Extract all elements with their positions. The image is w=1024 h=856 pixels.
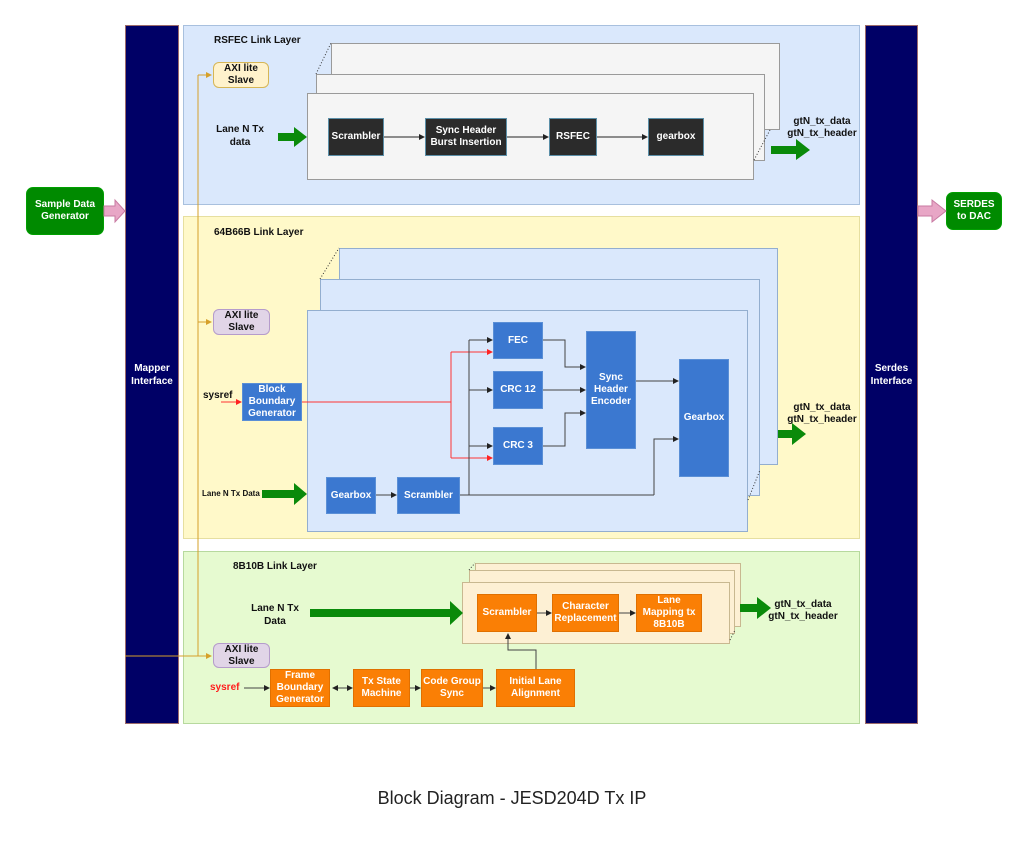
- block-boundary-label: Block Boundary Generator: [248, 384, 296, 419]
- b8b10b-input-label: Lane N Tx Data: [251, 603, 299, 627]
- character-replacement[interactable]: Character Replacement: [552, 594, 619, 632]
- rsfec-rsfec-block[interactable]: RSFEC: [549, 118, 597, 156]
- lane-mapping-tx-8b10b[interactable]: Lane Mapping tx 8B10B: [636, 594, 702, 632]
- b64b66-output-label: gtN_tx_data gtN_tx_header: [787, 402, 857, 425]
- frame-boundary-generator[interactable]: Frame Boundary Generator: [270, 669, 330, 707]
- rsfec-output-label: gtN_tx_data gtN_tx_header: [787, 116, 857, 139]
- serdes-interface-label: Serdes Interface: [870, 362, 913, 387]
- rsfec-scrambler[interactable]: Scrambler: [328, 118, 384, 156]
- sample-data-generator-label: Sample Data Generator: [34, 199, 96, 222]
- b8b10b-scrambler-label: Scrambler: [482, 607, 532, 618]
- source-to-mapper-arrow: [103, 198, 126, 224]
- rsfec-sync-header-burst-insertion[interactable]: Sync Header Burst Insertion: [425, 118, 507, 156]
- crc3-label: CRC 3: [502, 440, 533, 451]
- code-group-sync-label: Code Group Sync: [423, 676, 481, 699]
- rsfec-rsfec-label: RSFEC: [556, 131, 590, 142]
- rsfec-scrambler-label: Scrambler: [331, 131, 381, 142]
- b8b10b-axi-label: AXI lite Slave: [224, 643, 259, 667]
- frame-boundary-label: Frame Boundary Generator: [276, 670, 324, 705]
- mapper-interface[interactable]: Mapper Interface: [125, 25, 179, 724]
- mapper-interface-label: Mapper Interface: [131, 362, 173, 387]
- initial-lane-alignment[interactable]: Initial Lane Alignment: [496, 669, 575, 707]
- b8b10b-output-label: gtN_tx_data gtN_tx_header: [768, 599, 838, 622]
- b64b66-gearbox-out[interactable]: Gearbox: [679, 359, 729, 477]
- initial-lane-alignment-label: Initial Lane Alignment: [509, 676, 562, 699]
- serdes-interface[interactable]: Serdes Interface: [865, 25, 918, 724]
- rsfec-gearbox[interactable]: gearbox: [648, 118, 704, 156]
- b8b10b-sysref-label: sysref: [210, 682, 240, 693]
- b64b66-scrambler-label: Scrambler: [404, 489, 453, 501]
- b8b10b-scrambler[interactable]: Scrambler: [477, 594, 537, 632]
- serdes-to-dac-label: SERDES to DAC: [953, 199, 995, 222]
- rsfec-axi-label: AXI lite Slave: [224, 63, 258, 86]
- code-group-sync[interactable]: Code Group Sync: [421, 669, 483, 707]
- b64b66-title: 64B66B Link Layer: [214, 227, 304, 238]
- b64b66-input-label: Lane N Tx Data: [202, 489, 260, 498]
- fec-block[interactable]: FEC: [493, 322, 543, 359]
- crc3-block[interactable]: CRC 3: [493, 427, 543, 465]
- sync-header-encoder[interactable]: Sync Header Encoder: [586, 331, 636, 449]
- b64b66-scrambler[interactable]: Scrambler: [397, 477, 460, 514]
- crc12-label: CRC 12: [500, 384, 536, 395]
- diagram-caption: Block Diagram - JESD204D Tx IP: [377, 788, 647, 808]
- b64b66-axi-lite-slave[interactable]: AXI lite Slave: [213, 309, 270, 335]
- rsfec-axi-lite-slave[interactable]: AXI lite Slave: [213, 62, 269, 88]
- rsfec-input-label: Lane N Tx data: [216, 124, 264, 148]
- crc12-block[interactable]: CRC 12: [493, 371, 543, 409]
- lane-mapping-label: Lane Mapping tx 8B10B: [642, 595, 696, 630]
- serdes-to-sink-arrow: [917, 198, 947, 224]
- b64b66-sysref-label: sysref: [203, 390, 233, 401]
- serdes-to-dac[interactable]: SERDES to DAC: [946, 192, 1002, 230]
- tx-state-machine[interactable]: Tx State Machine: [353, 669, 410, 707]
- tx-state-machine-label: Tx State Machine: [361, 676, 402, 699]
- b64b66-gearbox-in[interactable]: Gearbox: [326, 477, 376, 514]
- b64b66-gearbox-out-label: Gearbox: [683, 412, 725, 423]
- b8b10b-axi-lite-slave[interactable]: AXI lite Slave: [213, 643, 270, 668]
- b8b10b-title: 8B10B Link Layer: [233, 561, 317, 572]
- sample-data-generator[interactable]: Sample Data Generator: [26, 187, 104, 235]
- b64b66-axi-label: AXI lite Slave: [224, 310, 259, 333]
- block-boundary-generator[interactable]: Block Boundary Generator: [242, 383, 302, 421]
- fec-label: FEC: [508, 334, 528, 346]
- rsfec-title: RSFEC Link Layer: [214, 35, 301, 46]
- sync-header-encoder-label: Sync Header Encoder: [590, 372, 631, 407]
- character-replacement-label: Character Replacement: [554, 601, 617, 624]
- rsfec-sync-header-label: Sync Header Burst Insertion: [430, 125, 502, 148]
- b64b66-gearbox-in-label: Gearbox: [330, 489, 372, 501]
- rsfec-gearbox-label: gearbox: [656, 131, 696, 142]
